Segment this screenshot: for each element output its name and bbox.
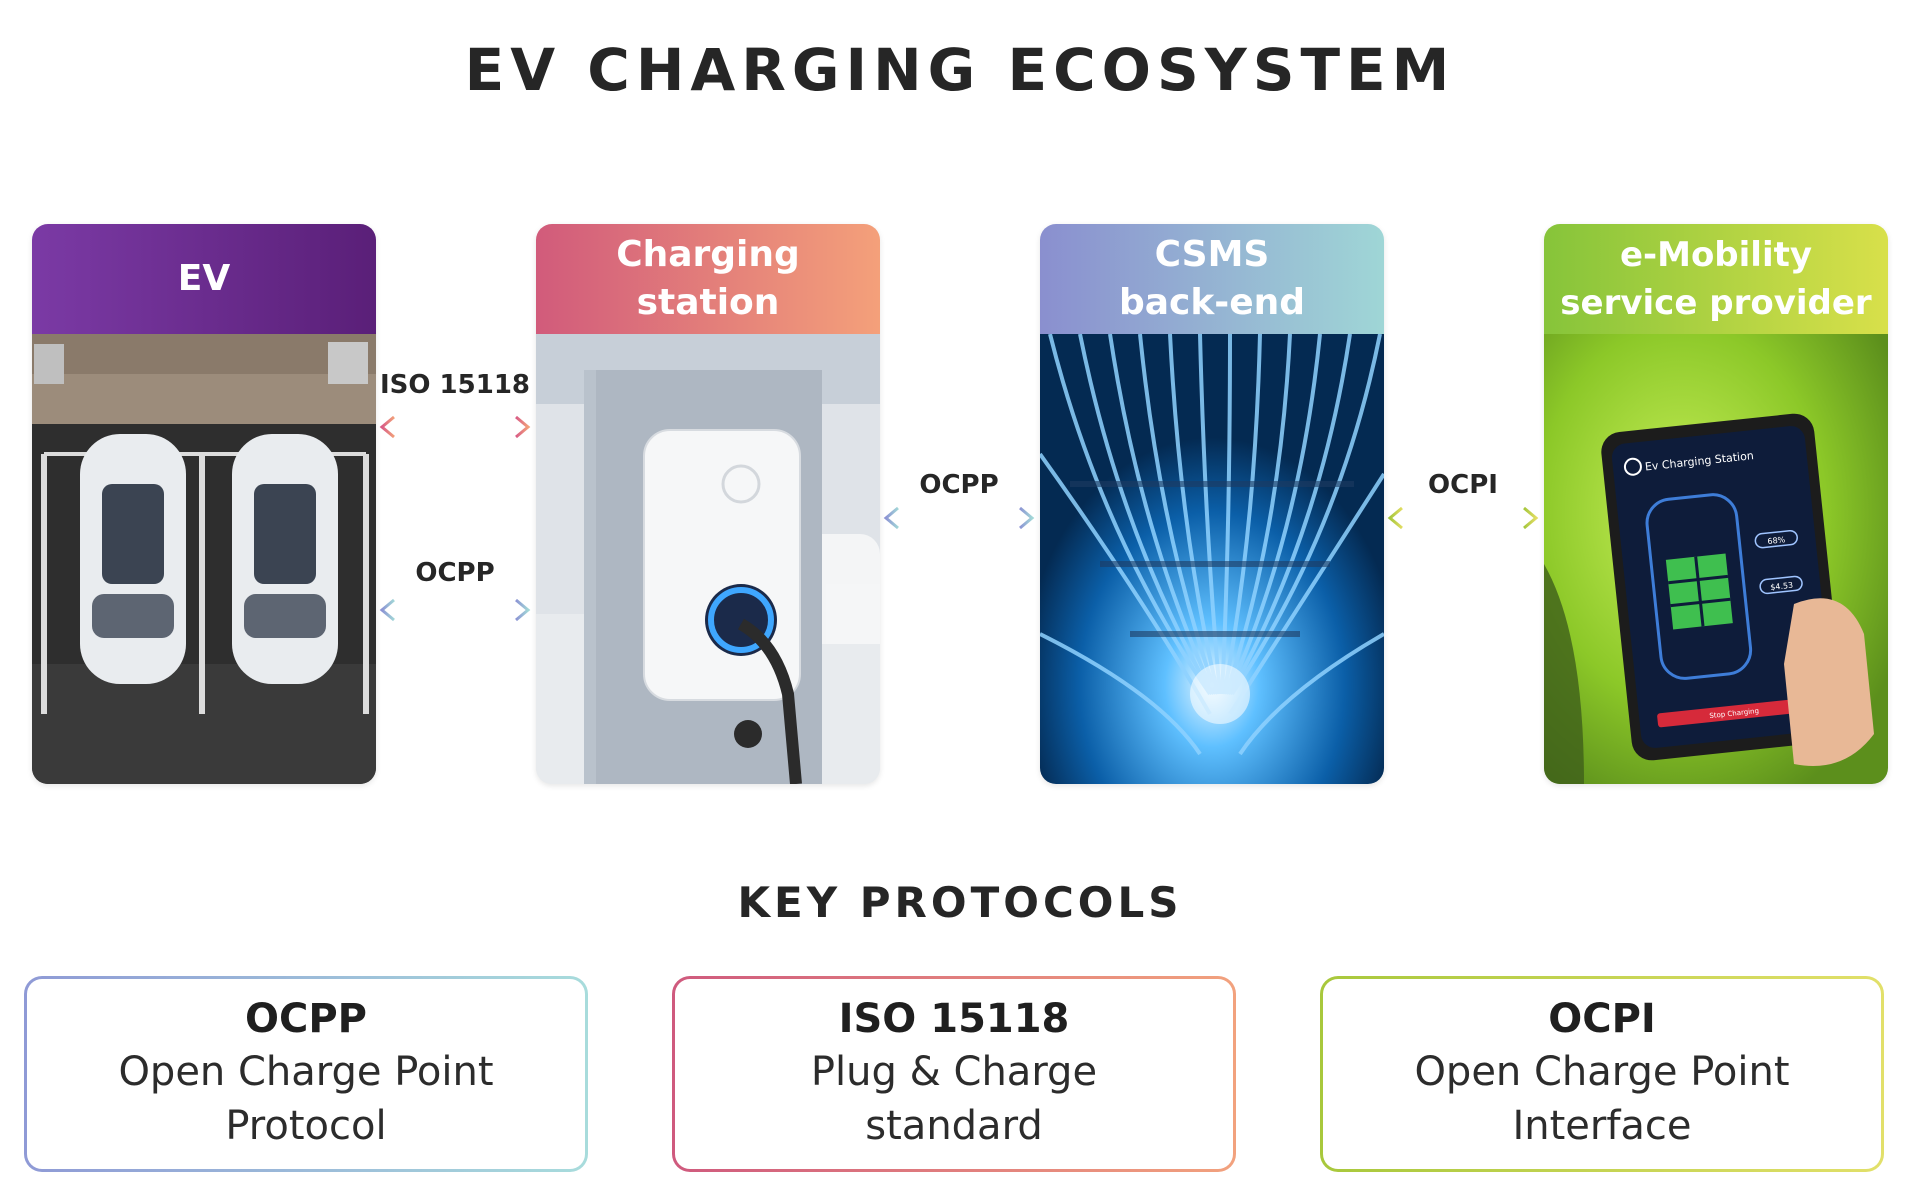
- node-title-line2: service provider: [1560, 283, 1872, 323]
- node-title-line1: CSMS: [1154, 234, 1270, 275]
- protocol-desc-line2: standard: [865, 1103, 1043, 1149]
- protocol-desc-line1: Plug & Charge: [810, 1049, 1098, 1095]
- protocol-desc-line2: Interface: [1512, 1103, 1692, 1149]
- ev-parking-image: [32, 334, 376, 784]
- emsp-phone-image: Ev Charging Station 68% $4.53 Stop Charg…: [1544, 334, 1888, 784]
- charging-station-image: [536, 334, 880, 784]
- protocol-name: ISO 15118: [838, 996, 1070, 1042]
- protocol-card-ocpi: OCPI Open Charge Point Interface: [1320, 976, 1884, 1172]
- label-ev-station-iso15118: ISO 15118: [380, 370, 531, 400]
- protocol-name: OCPP: [245, 996, 367, 1042]
- protocol-desc-line1: Open Charge Point: [1414, 1049, 1790, 1095]
- arrow-ev-station-ocpp: [379, 598, 531, 622]
- arrow-ev-station-iso15118: [379, 415, 531, 439]
- key-protocols-heading: KEY PROTOCOLS: [737, 878, 1183, 927]
- node-title-line2: station: [636, 282, 780, 323]
- node-header-ev: EV: [32, 224, 376, 334]
- node-card-csms: CSMS back-end: [1040, 224, 1384, 784]
- node-card-ev: EV: [32, 224, 376, 784]
- protocol-card-ocpp: OCPP Open Charge Point Protocol: [24, 976, 588, 1172]
- node-title-line1: EV: [177, 258, 231, 299]
- label-station-csms-ocpp: OCPP: [919, 470, 999, 500]
- protocol-desc-line1: Open Charge Point: [118, 1049, 494, 1095]
- label-ev-station-ocpp: OCPP: [415, 558, 495, 588]
- page-title: EV CHARGING ECOSYSTEM: [464, 36, 1456, 104]
- app-stat-2: $4.53: [1770, 581, 1794, 592]
- protocol-name: OCPI: [1548, 996, 1656, 1042]
- node-card-emsp: e-Mobility service provider Ev Charging …: [1544, 224, 1888, 784]
- stop-charging-button[interactable]: [1657, 697, 1816, 728]
- node-header-csms: CSMS back-end: [1040, 224, 1384, 334]
- arrow-csms-emsp-ocpi: [1387, 506, 1539, 530]
- node-title-line1: e-Mobility: [1619, 235, 1813, 275]
- protocol-card-iso15118: ISO 15118 Plug & Charge standard: [672, 976, 1236, 1172]
- label-csms-emsp-ocpi: OCPI: [1428, 470, 1498, 500]
- hand: [1784, 598, 1874, 766]
- node-header-emsp: e-Mobility service provider: [1544, 224, 1888, 334]
- arrow-station-csms-ocpp: [883, 506, 1035, 530]
- node-title-line1: Charging: [616, 234, 800, 275]
- node-header-charging-station: Charging station: [536, 224, 880, 334]
- app-stat-1: 68%: [1767, 535, 1786, 546]
- server-cables-image: [1040, 334, 1384, 784]
- protocol-desc-line2: Protocol: [225, 1103, 387, 1149]
- node-title-line2: back-end: [1118, 282, 1306, 323]
- node-card-charging-station: Charging station: [536, 224, 880, 784]
